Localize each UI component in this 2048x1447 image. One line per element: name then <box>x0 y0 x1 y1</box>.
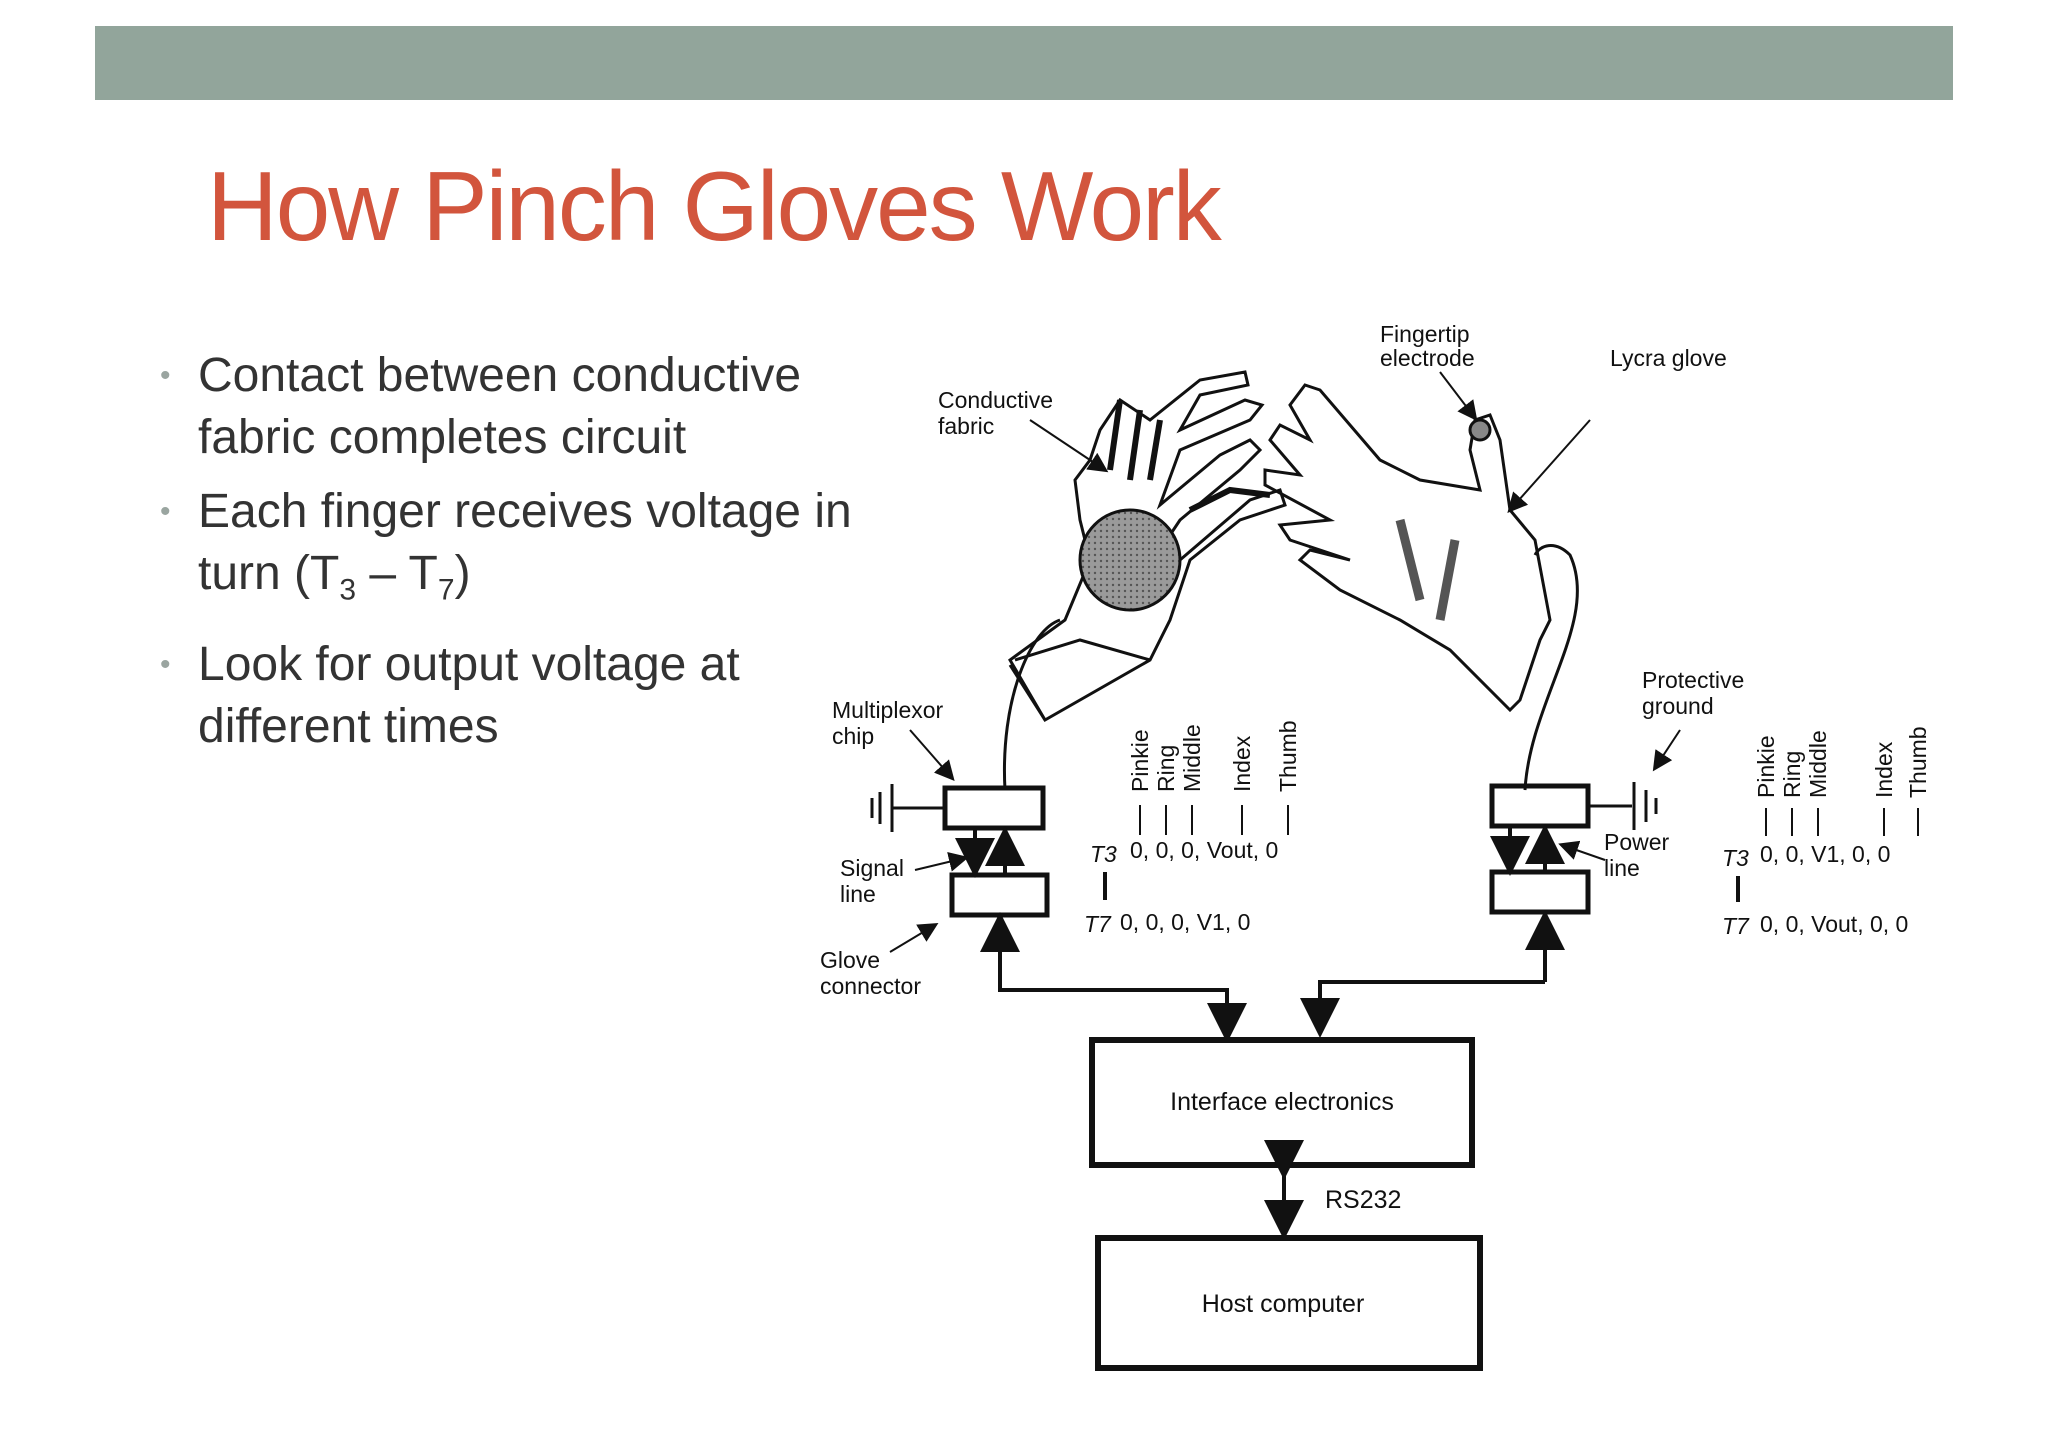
host-computer-box <box>1095 1235 1483 1371</box>
left-cable <box>1002 618 1061 791</box>
bullet-list: • Contact between conductive fabric comp… <box>150 345 870 770</box>
left-ground-symbol <box>870 784 944 832</box>
left-t3-values: 0, 0, 0, Vout, 0 <box>1130 837 1278 863</box>
right-t7-label: T7 <box>1722 913 1750 939</box>
right-ground-symbol <box>1590 782 1658 830</box>
fingertip-label: electrode <box>1380 345 1475 371</box>
bullet-item: • Contact between conductive fabric comp… <box>150 345 870 469</box>
protective-ground-arrow <box>1652 729 1681 772</box>
glove-connector-box <box>949 872 1050 918</box>
subscript: 3 <box>339 573 357 607</box>
right-t3-label: T3 <box>1722 845 1749 871</box>
slide-title: How Pinch Gloves Work <box>207 151 1222 261</box>
right-chip-box <box>1489 783 1591 829</box>
finger-label-middle: Middle <box>1179 724 1205 792</box>
multiplexor-chip-box <box>942 785 1046 831</box>
finger-label-ring: Ring <box>1779 751 1805 798</box>
host-computer-label: Host computer <box>1202 1290 1365 1318</box>
left-t3-label: T3 <box>1090 841 1117 867</box>
finger-label-pinkie: Pinkie <box>1127 729 1153 792</box>
finger-label-thumb: Thumb <box>1905 726 1931 798</box>
finger-label-pinkie: Pinkie <box>1753 735 1779 798</box>
bullet-text: Each finger receives voltage in turn (T <box>198 485 852 600</box>
right-glove-illustration <box>1263 383 1552 713</box>
subscript: 7 <box>437 573 455 607</box>
signal-line-label: Signal <box>840 855 904 881</box>
interface-electronics-label: Interface electronics <box>1170 1088 1394 1116</box>
bullet-text: Look for output voltage at different tim… <box>198 637 740 753</box>
right-t7-values: 0, 0, Vout, 0, 0 <box>1760 911 1908 937</box>
bullet-text: – T <box>356 547 438 600</box>
protective-ground-label: ground <box>1642 693 1714 719</box>
finger-label-ring: Ring <box>1153 745 1179 792</box>
signal-line-label: line <box>840 881 876 907</box>
left-t7-label: T7 <box>1084 911 1112 937</box>
conductive-label: fabric <box>938 413 994 439</box>
bullet-dot-icon: • <box>160 359 171 392</box>
left-finger-labels: Pinkie Ring Middle Index Thumb <box>1127 720 1301 835</box>
multiplexor-label: chip <box>832 723 874 749</box>
right-t3-values: 0, 0, V1, 0, 0 <box>1760 841 1890 867</box>
finger-label-thumb: Thumb <box>1275 720 1301 792</box>
power-line-label: line <box>1604 855 1640 881</box>
header-bar <box>95 26 1953 100</box>
glove-connector-label: Glove <box>820 947 880 973</box>
bullet-dot-icon: • <box>160 495 171 528</box>
bullet-dot-icon: • <box>160 647 171 681</box>
bullet-item: • Each finger receives voltage in turn (… <box>150 481 870 622</box>
fingertip-arrow <box>1439 371 1478 422</box>
connection-wires <box>980 910 1565 1043</box>
finger-label-middle: Middle <box>1805 730 1831 798</box>
left-t7-values: 0, 0, 0, V1, 0 <box>1120 909 1250 935</box>
lycra-label: Lycra glove <box>1610 345 1727 371</box>
conductive-arrow <box>1029 419 1109 473</box>
bullet-text: Contact between conductive fabric comple… <box>198 349 802 464</box>
right-connector-box <box>1489 869 1591 915</box>
power-line-label: Power <box>1604 829 1670 855</box>
protective-ground-label: Protective <box>1642 667 1744 693</box>
multiplexor-label: Multiplexor <box>832 697 944 723</box>
glove-connector-arrow <box>889 922 939 953</box>
right-finger-labels: Pinkie Ring Middle Index Thumb <box>1753 726 1931 836</box>
finger-label-index: Index <box>1229 735 1255 792</box>
multiplexor-arrow <box>909 729 955 782</box>
rs232-label: RS232 <box>1325 1186 1401 1214</box>
bullet-item: • Look for output voltage at different t… <box>150 634 870 758</box>
left-glove-illustration <box>1008 370 1287 723</box>
glove-connector-label: connector <box>820 973 921 999</box>
signal-line-arrow <box>914 852 969 872</box>
finger-label-index: Index <box>1871 741 1897 798</box>
bullet-text: ) <box>454 547 471 600</box>
fingertip-label: Fingertip <box>1380 321 1469 347</box>
lycra-arrow <box>1507 419 1591 513</box>
right-cable <box>1523 544 1579 791</box>
power-line-arrow <box>1558 840 1606 861</box>
conductive-label: Conductive <box>938 387 1053 413</box>
